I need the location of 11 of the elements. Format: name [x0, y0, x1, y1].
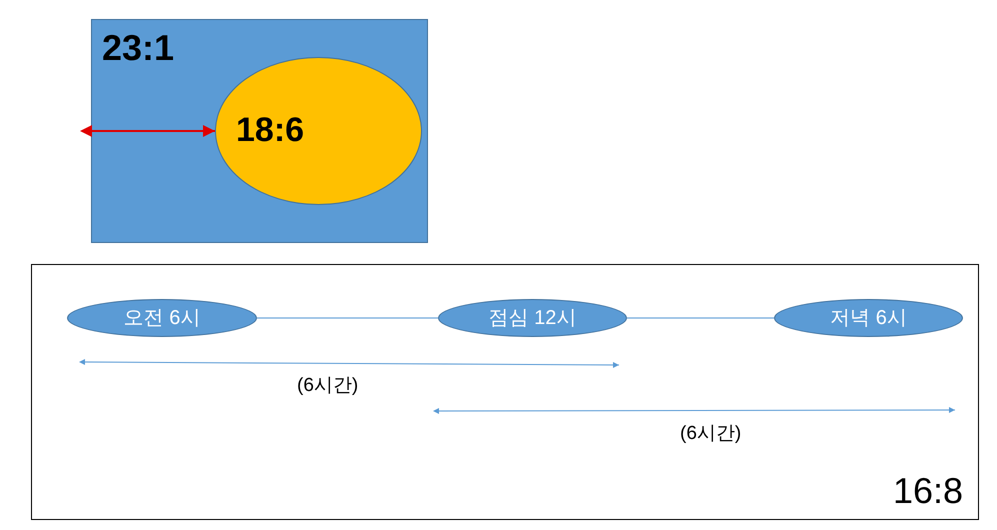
frame-box: [31, 264, 979, 520]
node-text: 점심 12시: [488, 307, 576, 329]
node-text: 오전 6시: [124, 307, 200, 329]
node-text: 18:6: [236, 112, 304, 150]
duration-label: (6시간): [297, 374, 358, 398]
rectangle-panel: [91, 19, 428, 243]
node-text: 저녁 6시: [830, 307, 907, 329]
double-arrow: [80, 125, 215, 137]
node-text: 16:8: [893, 471, 964, 511]
duration-label: (6시간): [680, 422, 742, 446]
node-text: 23:1: [102, 28, 174, 68]
